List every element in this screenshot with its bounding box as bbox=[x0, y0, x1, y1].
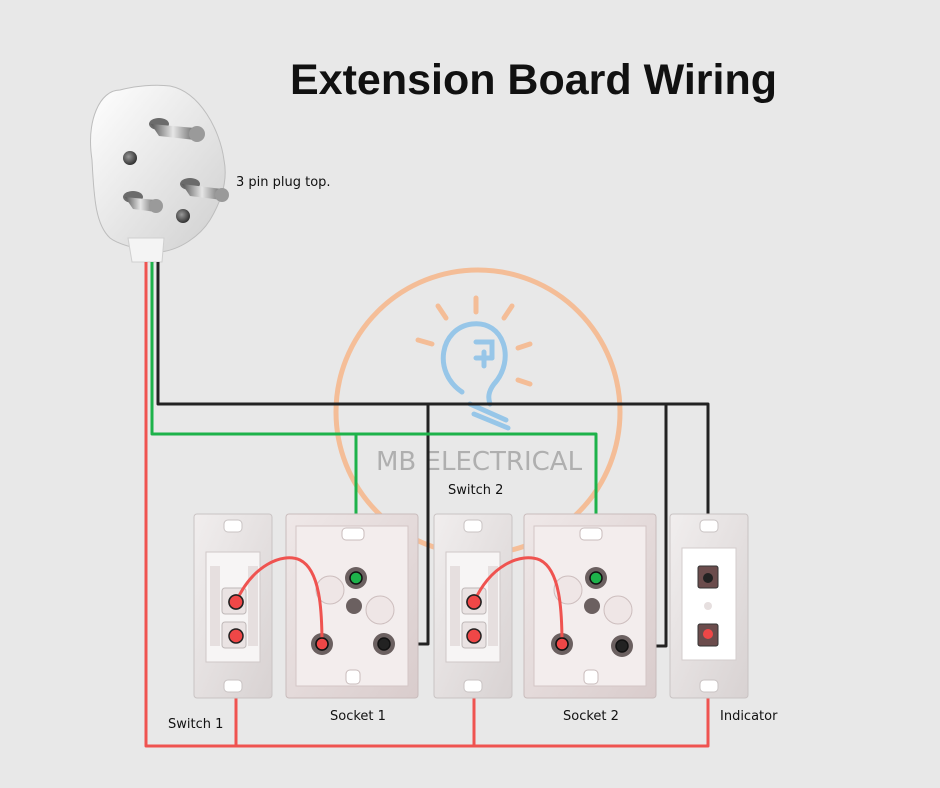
switch1-to-socket1-wire bbox=[234, 556, 324, 645]
neutral-wire bbox=[156, 262, 710, 578]
page-title: Extension Board Wiring bbox=[290, 56, 777, 104]
light-rays bbox=[415, 295, 533, 387]
lightbulb-icon bbox=[440, 321, 511, 431]
indicator-label: Indicator bbox=[720, 709, 778, 724]
socket1-label: Socket 1 bbox=[330, 709, 386, 724]
switch2-to-socket2-wire bbox=[472, 556, 564, 645]
indicator-lamp-icon bbox=[669, 513, 749, 699]
socket2-label: Socket 2 bbox=[563, 709, 619, 724]
switch-loop-wires bbox=[234, 556, 564, 645]
watermark: MB ELECTRICAL bbox=[333, 267, 623, 557]
socket-icon bbox=[523, 513, 657, 699]
watermark-brand: MB ELECTRICAL bbox=[376, 447, 583, 477]
plug-label: 3 pin plug top. bbox=[236, 175, 331, 190]
three-pin-plug-icon bbox=[90, 84, 229, 263]
earth-wire bbox=[150, 262, 598, 578]
switch1-label: Switch 1 bbox=[168, 717, 223, 732]
switch2-label: Switch 2 bbox=[448, 483, 503, 498]
socket-icon bbox=[285, 513, 419, 699]
